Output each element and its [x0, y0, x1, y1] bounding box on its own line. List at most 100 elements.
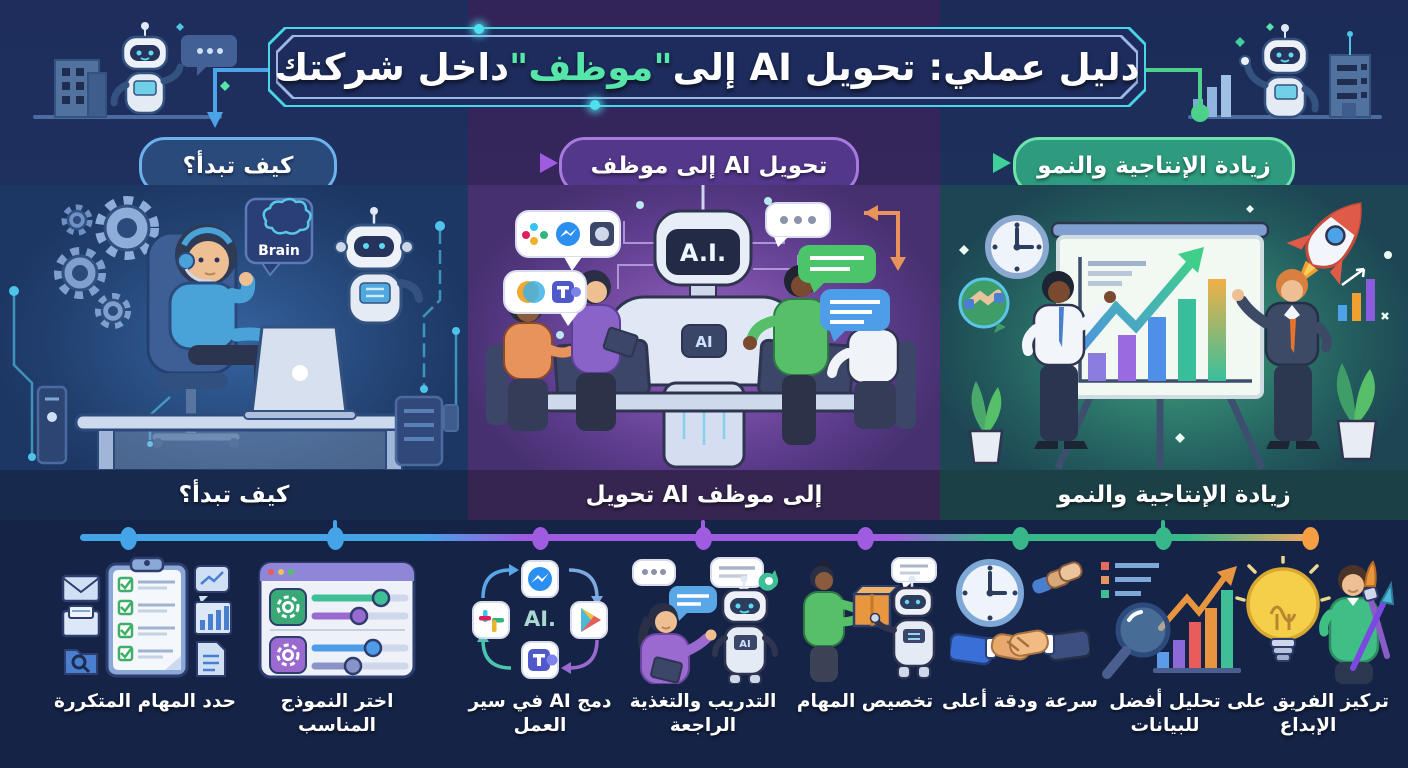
step-label-1: حدد المهام المتكررة: [54, 691, 236, 712]
integrations-icon: AI.: [472, 560, 608, 679]
server-tower-icon: [36, 385, 68, 465]
slider[interactable]: [311, 656, 409, 676]
banner-glow-dot: [590, 100, 600, 110]
building-icon: [54, 59, 107, 118]
timeline-dot-8: [1302, 527, 1319, 550]
presentation-board: [1050, 221, 1270, 470]
caption-label: تحويل AI إلى موظف: [585, 482, 823, 508]
businessman-right: [1232, 269, 1332, 449]
chat-bubble-lines: [891, 557, 937, 589]
person-handing-box: [803, 561, 863, 682]
stage-pill-label: كيف تبدأ؟: [182, 153, 294, 179]
apps-bubble-1: [515, 210, 621, 271]
caption-convert-ai: تحويل AI إلى موظف: [468, 470, 940, 520]
right-arrowhead-icon: [540, 153, 558, 173]
gears-icon: [54, 196, 159, 329]
sparkle: [1235, 37, 1245, 47]
page-title: دليل عملي: تحويل AI إلى "موظف" داخل شركت…: [268, 27, 1146, 107]
timeline-dot-5: [857, 527, 874, 550]
rising-bars: [1153, 590, 1241, 673]
gpt-model-tile-green: [269, 588, 307, 626]
mini-bar-chart-icon: [194, 601, 232, 635]
down-arrowhead-icon: [207, 112, 223, 128]
apps-bubble-2: [503, 270, 587, 326]
pencil-brush-icon: [1350, 580, 1395, 671]
step-label-6: سرعة ودقة أعلى: [941, 691, 1098, 712]
timeline-dot-3: [532, 527, 549, 550]
caption-how-to-start: كيف تبدأ؟: [0, 470, 468, 520]
step-label-4: التدريب والتغذية الراجعة: [629, 691, 777, 736]
timeline-dot-2: [327, 527, 344, 550]
receiver-robot: [869, 575, 936, 679]
connector-end-dot: [1191, 104, 1209, 122]
chat-bubble-dots: [765, 202, 831, 247]
clock-icon: [985, 215, 1049, 279]
plant-icon: [1336, 363, 1378, 461]
step-label-7: تحليل أفضل للبيانات: [1109, 691, 1221, 736]
handshake-icon: [950, 629, 1090, 666]
person-green-shirt: [743, 265, 829, 445]
chat-bubble-dots: [632, 559, 676, 586]
slider[interactable]: [311, 638, 409, 658]
flow-connectors: [207, 68, 1209, 218]
ai-chest-label: AI: [695, 333, 712, 351]
document-icon: [196, 641, 226, 677]
caption-label: زيادة الإنتاجية والنمو: [1057, 482, 1291, 508]
building-icon: [1329, 31, 1371, 118]
robot-icon: [110, 22, 184, 115]
chart-bubble-icon: [194, 565, 230, 603]
slider[interactable]: [311, 588, 409, 608]
chat-bubble-blue: [820, 289, 890, 342]
chat-bubble-blue: [669, 586, 717, 621]
ai-cycle-label: AI.: [524, 607, 556, 631]
brain-bubble: Brain: [244, 197, 314, 277]
plant-icon: [968, 381, 1004, 465]
slack-icon: [472, 601, 510, 639]
banner-glow-dot: [474, 24, 484, 34]
trainee-robot: AI: [712, 575, 778, 684]
slack-icon: [522, 223, 548, 245]
robot-chest-label: AI: [739, 639, 750, 650]
sparkle: [176, 23, 184, 31]
trend-arrow: [1158, 566, 1237, 631]
magnifier-icon: [1102, 602, 1171, 679]
checklist-icon: [61, 556, 232, 678]
bullet-list-icon: [1101, 562, 1159, 598]
messenger-icon: [556, 222, 580, 246]
play-store-icon: [570, 601, 608, 639]
mini-handshake-icon: [1032, 561, 1083, 594]
assign-tasks-icon: [803, 557, 937, 682]
mini-bar-chart-icon: [1338, 267, 1375, 321]
envelope-open-icon: [61, 605, 101, 638]
illustration-ai-robot-team: A.I. AI: [486, 185, 916, 469]
clock-icon: [956, 559, 1024, 627]
step-label-3: دمج AI في سير العمل: [468, 691, 612, 736]
title-highlight: "موظف": [509, 45, 673, 89]
caption-growth: زيادة الإنتاجية والنمو: [940, 470, 1408, 520]
handshake-badge-icon: [958, 277, 1010, 333]
step-label-5: تخصيص المهام: [796, 691, 934, 712]
sparkles: [959, 205, 1392, 443]
illustration-growth-presentation: [958, 202, 1392, 470]
title-suffix: داخل شركتك: [274, 45, 510, 89]
slider[interactable]: [311, 606, 409, 626]
step-label-2: اختر النموذج المناسب: [280, 691, 394, 736]
growth-arrow: [1069, 247, 1204, 362]
cycle-arrows: [477, 564, 603, 674]
creativity-icon: [1235, 556, 1395, 684]
trainer-woman: [638, 603, 717, 684]
paintbrush-icon: [1362, 560, 1390, 659]
chat-bubble-lines: [710, 557, 764, 595]
stage-pill-label: تحويل AI إلى موظف: [590, 153, 828, 179]
panel-convert-ai: A.I. AI: [468, 185, 940, 470]
illustration-woman-at-desk: Brain: [9, 196, 460, 470]
orange-arrow: [864, 205, 906, 271]
data-analysis-icon: [1101, 562, 1241, 679]
timeline-dot-1: [120, 527, 137, 550]
chat-app-icon: [517, 281, 545, 303]
laptop-icon: [243, 325, 357, 420]
envelope-icon: [61, 574, 101, 603]
stage-pill-convert-ai: تحويل AI إلى موظف: [559, 137, 859, 195]
model-picker-icon: [258, 561, 416, 679]
